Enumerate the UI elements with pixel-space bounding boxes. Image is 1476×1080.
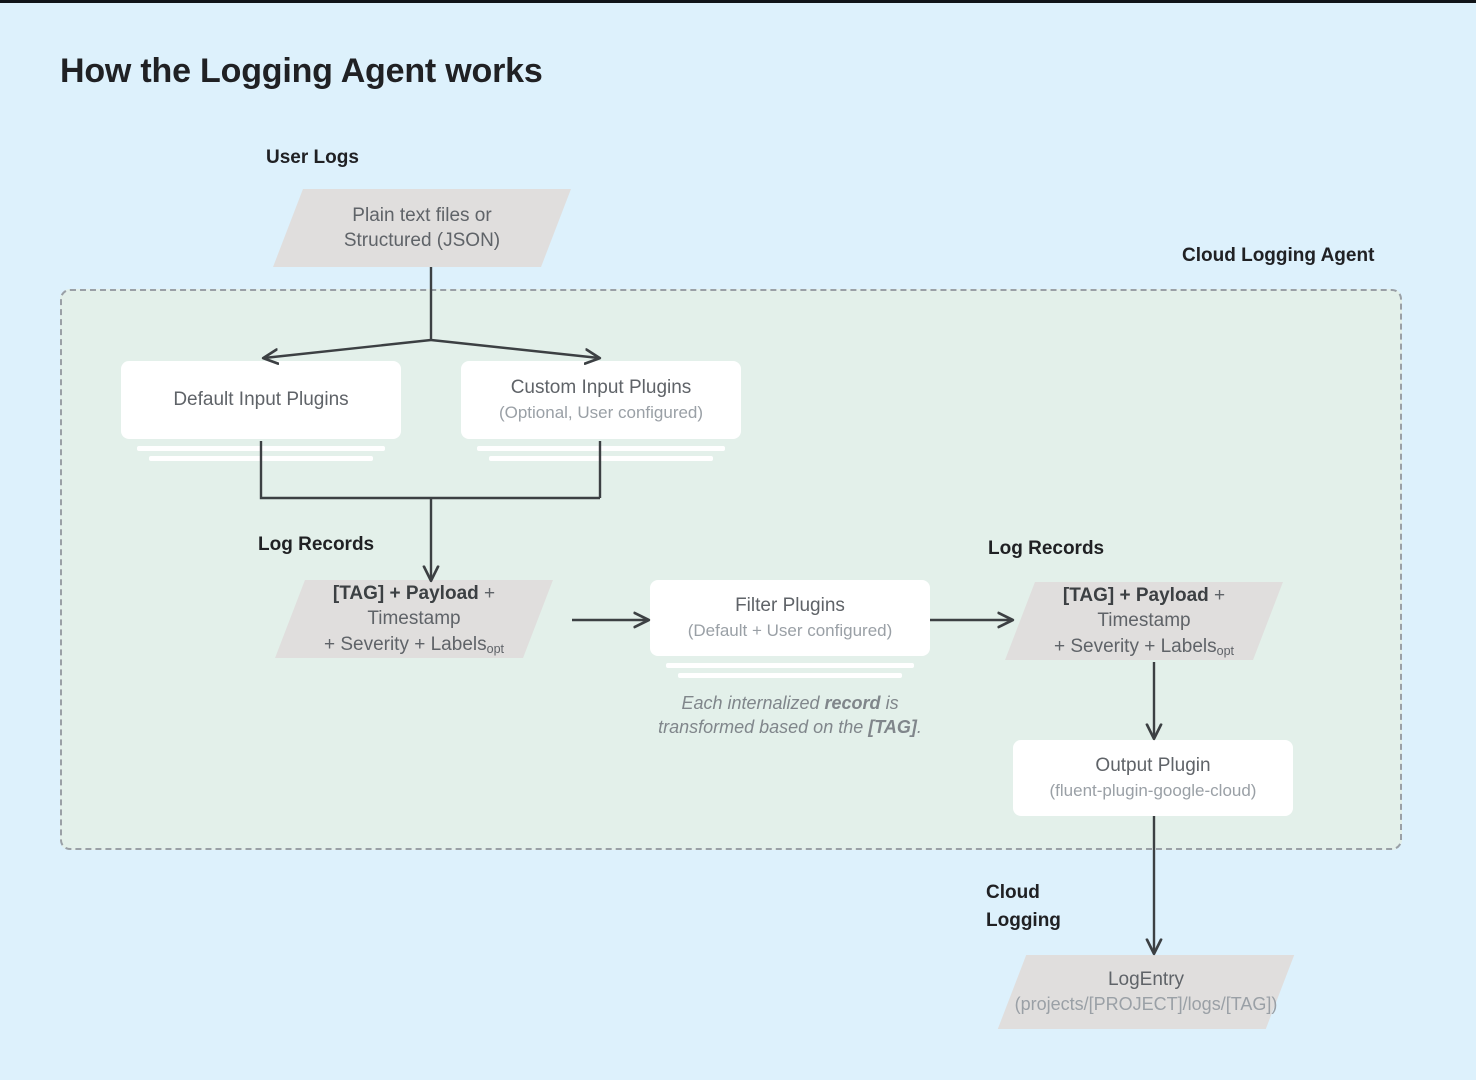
log-entry-title: LogEntry	[1107, 969, 1185, 991]
output-plugin-subtitle: (fluent-plugin-google-cloud)	[1049, 781, 1257, 801]
log-record-right-line2: + Severity + Labelsopt	[1054, 634, 1234, 659]
node-log-entry-text: LogEntry (projects/[PROJECT]/logs/[TAG])	[1012, 955, 1280, 1029]
caption-part2: is transformed based on the	[658, 693, 899, 737]
node-log-record-right: [TAG] + Payload + Timestamp + Severity +…	[1005, 582, 1283, 660]
default-input-plugins-stack-bar-1	[137, 446, 385, 451]
log-record-right-line2-text: + Severity + Labels	[1053, 635, 1217, 657]
log-record-left-line2: + Severity + Labelsopt	[324, 632, 504, 657]
node-filter-plugins[interactable]: Filter Plugins (Default + User configure…	[650, 580, 930, 656]
log-record-right-bold: [TAG] + Payload	[1062, 585, 1209, 607]
node-output-plugin[interactable]: Output Plugin (fluent-plugin-google-clou…	[1013, 740, 1293, 816]
caption-part1: Each internalized	[681, 693, 825, 713]
filter-plugins-stack-bar-2	[678, 673, 902, 678]
filter-plugins-title: Filter Plugins	[735, 594, 845, 616]
node-log-entry: LogEntry (projects/[PROJECT]/logs/[TAG])	[997, 955, 1295, 1029]
label-cloud-logging-agent: Cloud Logging Agent	[1182, 245, 1375, 266]
node-default-input-plugins[interactable]: Default Input Plugins	[121, 361, 401, 439]
label-log-records-left: Log Records	[258, 534, 375, 555]
page-title: How the Logging Agent works	[60, 52, 543, 90]
filter-plugins-stack-bar-1	[666, 663, 914, 668]
label-user-logs: User Logs	[266, 147, 359, 168]
filter-plugins-subtitle: (Default + User configured)	[687, 621, 893, 641]
user-logs-line1: Plain text files or	[352, 204, 492, 226]
caption-bold-tag: [TAG]	[868, 716, 917, 737]
label-cloud-logging-line2: Logging	[986, 909, 1061, 931]
custom-input-plugins-title: Custom Input Plugins	[510, 376, 692, 398]
custom-input-plugins-stack-bar-2	[489, 456, 713, 461]
log-record-left-line1: [TAG] + Payload + Timestamp	[290, 581, 538, 632]
label-cloud-logging-line1: Cloud	[986, 882, 1040, 903]
default-input-plugins-stack-bar-2	[149, 456, 373, 461]
caption-part3: .	[916, 716, 922, 737]
log-record-right-line1: [TAG] + Payload + Timestamp	[1020, 583, 1268, 634]
node-custom-input-plugins[interactable]: Custom Input Plugins (Optional, User con…	[461, 361, 741, 439]
label-log-records-right: Log Records	[988, 538, 1105, 559]
custom-input-plugins-stack-bar-1	[477, 446, 725, 451]
custom-input-plugins-subtitle: (Optional, User configured)	[498, 403, 704, 423]
output-plugin-title: Output Plugin	[1095, 754, 1211, 776]
caption-bold-record: record	[824, 693, 881, 713]
node-user-logs-source: Plain text files or Structured (JSON)	[273, 189, 571, 267]
node-log-record-left-text: [TAG] + Payload + Timestamp + Severity +…	[290, 580, 538, 658]
node-user-logs-source-text: Plain text files or Structured (JSON)	[288, 189, 556, 267]
log-entry-subtitle: (projects/[PROJECT]/logs/[TAG])	[1014, 993, 1278, 1014]
log-record-left-bold: [TAG] + Payload	[332, 583, 479, 605]
user-logs-line2: Structured (JSON)	[343, 230, 501, 251]
log-record-right-sub: opt	[1216, 643, 1235, 658]
log-record-left-line2-text: + Severity + Labels	[323, 633, 487, 655]
log-record-left-sub: opt	[486, 641, 505, 656]
node-log-record-left: [TAG] + Payload + Timestamp + Severity +…	[275, 580, 553, 658]
node-log-record-right-text: [TAG] + Payload + Timestamp + Severity +…	[1020, 582, 1268, 660]
transform-caption: Each internalized record is transformed …	[640, 692, 940, 740]
top-edge-strip	[0, 0, 1476, 3]
default-input-plugins-title: Default Input Plugins	[173, 388, 349, 410]
